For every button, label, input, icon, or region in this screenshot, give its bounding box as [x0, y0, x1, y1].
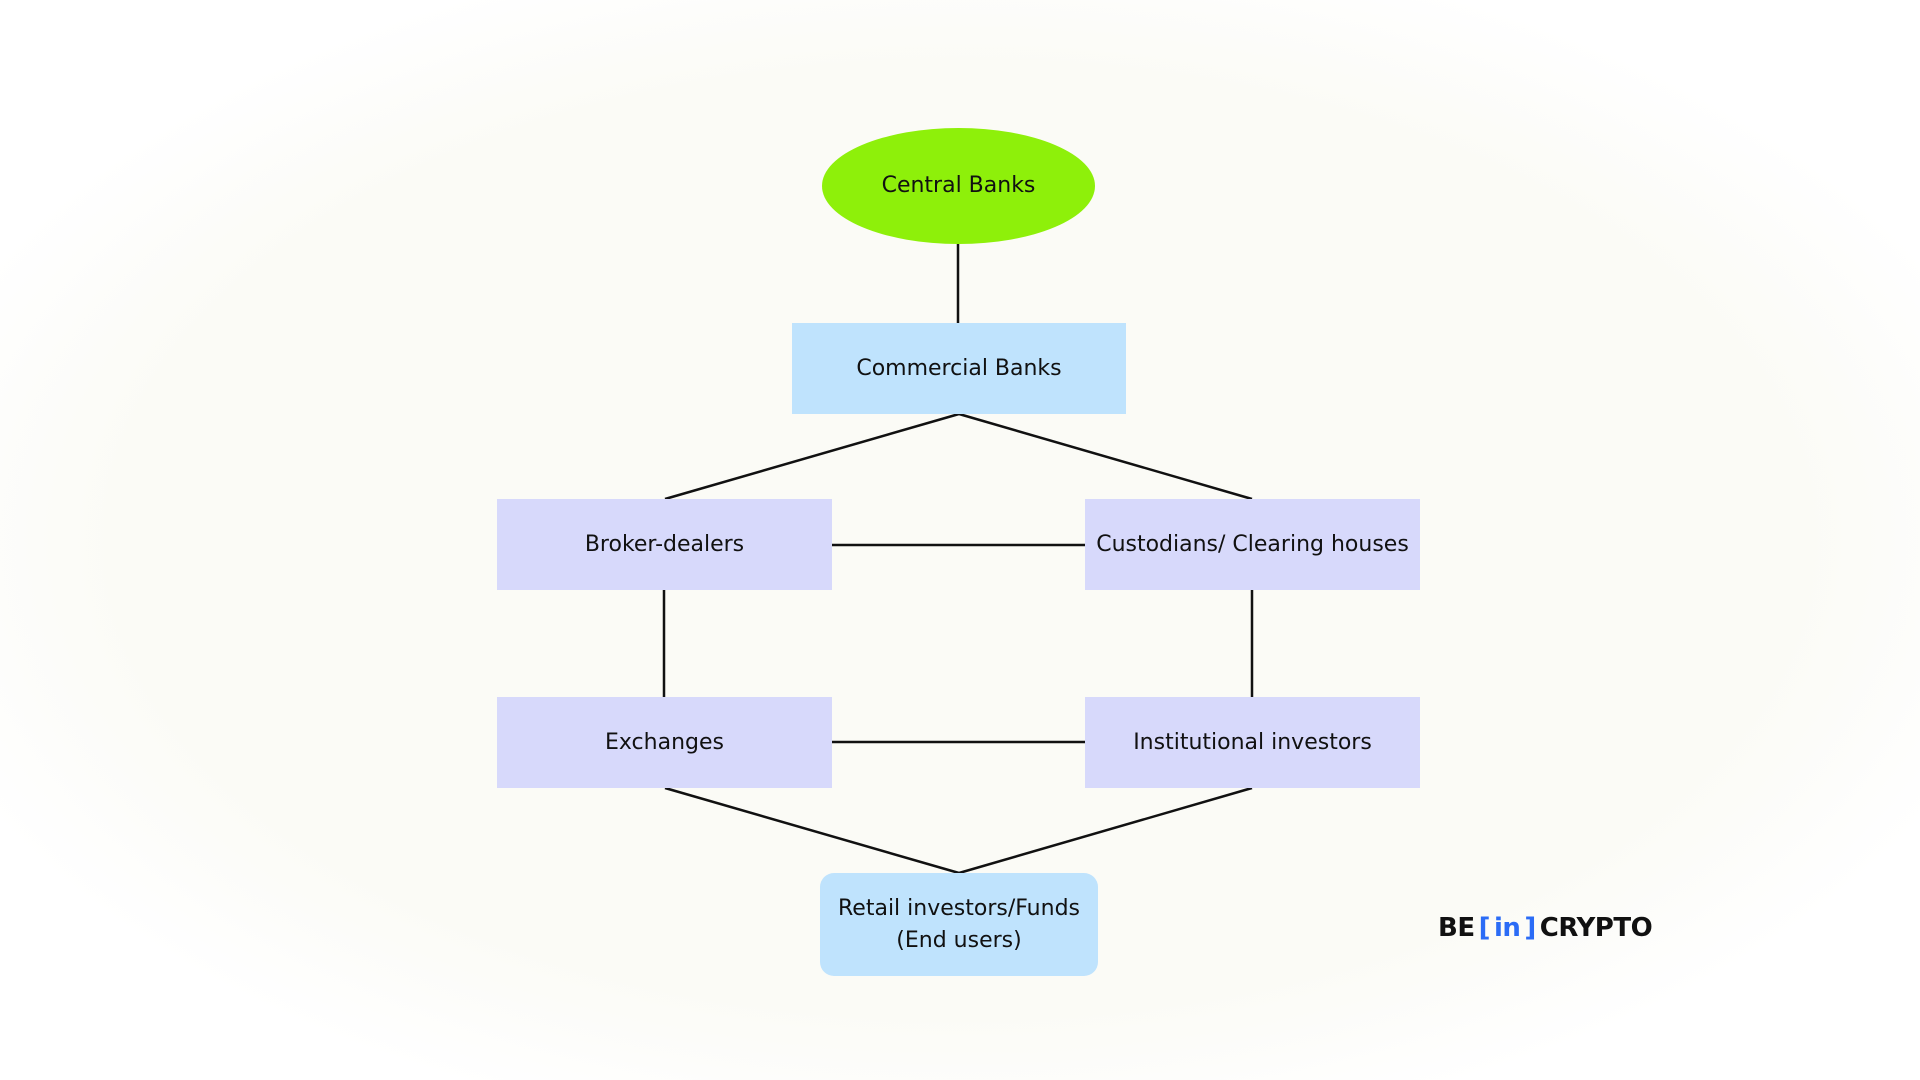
edge-institutional-retail	[958, 786, 1253, 875]
logo-text-crypto: CRYPTO	[1539, 913, 1653, 943]
logo-bracket-close-icon: ]	[1524, 913, 1536, 943]
node-commercial-banks: Commercial Banks	[792, 323, 1126, 414]
node-label: Custodians/ Clearing houses	[1096, 531, 1409, 557]
node-institutional-investors: Institutional investors	[1085, 697, 1420, 788]
node-label: Central Banks	[881, 173, 1036, 198]
logo-bracket-open-icon: [	[1478, 913, 1491, 943]
node-broker-dealers: Broker-dealers	[497, 499, 832, 590]
node-retail-investors: Retail investors/Funds (End users)	[820, 873, 1098, 976]
node-label: Institutional investors	[1133, 729, 1372, 755]
node-exchanges: Exchanges	[497, 697, 832, 788]
node-custodians: Custodians/ Clearing houses	[1085, 499, 1420, 590]
edge-commercial-broker	[664, 412, 960, 501]
node-central-banks: Central Banks	[822, 128, 1095, 244]
node-sublabel: (End users)	[896, 927, 1022, 953]
beincrypto-logo: BE [ in ] CRYPTO	[1438, 908, 1653, 948]
edge-exchanges-retail	[664, 786, 960, 875]
logo-text-in: in	[1493, 913, 1521, 943]
node-label: Retail investors/Funds	[838, 895, 1080, 921]
node-label: Broker-dealers	[584, 531, 745, 557]
edge-commercial-custodians	[958, 412, 1253, 501]
node-label: Exchanges	[605, 729, 724, 755]
node-label: Commercial Banks	[856, 355, 1062, 381]
logo-text-be: BE	[1438, 913, 1475, 943]
